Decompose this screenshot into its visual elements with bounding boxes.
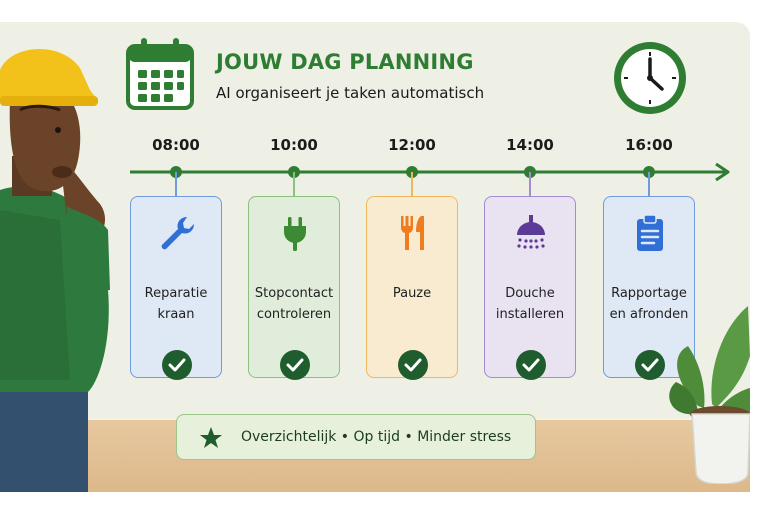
task-card-rapportage[interactable]: Rapportage en afronden bbox=[603, 196, 695, 380]
benefits-banner: Overzichtelijk • Op tijd • Minder stress bbox=[176, 414, 536, 460]
task-card-douche[interactable]: Douche installeren bbox=[484, 196, 576, 380]
connector-1 bbox=[175, 172, 177, 196]
check-icon bbox=[398, 350, 428, 380]
plug-icon bbox=[284, 217, 306, 251]
task-label-line1: Douche bbox=[505, 286, 555, 301]
connector-2 bbox=[293, 172, 295, 196]
time-label-4: 14:00 bbox=[506, 136, 554, 154]
star-icon bbox=[200, 427, 222, 448]
task-card-stopcontact[interactable]: Stopcontact controleren bbox=[248, 196, 340, 380]
fork-knife-icon bbox=[400, 216, 424, 250]
time-label-5: 16:00 bbox=[625, 136, 673, 154]
calendar-icon bbox=[126, 38, 194, 110]
time-label-2: 10:00 bbox=[270, 136, 318, 154]
connector-4 bbox=[529, 172, 531, 196]
clipboard-icon bbox=[637, 214, 663, 251]
task-label-line1: Stopcontact bbox=[254, 286, 334, 301]
check-icon bbox=[280, 350, 310, 380]
task-label-line2: kraan bbox=[157, 307, 195, 322]
page-title: JOUW DAG PLANNING bbox=[216, 50, 474, 74]
connector-3 bbox=[411, 172, 413, 196]
time-label-1: 08:00 bbox=[152, 136, 200, 154]
banner-text: Overzichtelijk • Op tijd • Minder stress bbox=[241, 429, 512, 445]
task-card-pauze[interactable]: Pauze bbox=[366, 196, 458, 380]
time-label-3: 12:00 bbox=[388, 136, 436, 154]
task-label-line1: Rapportage bbox=[611, 286, 687, 301]
wrench-icon bbox=[161, 216, 195, 250]
connector-5 bbox=[648, 172, 650, 196]
timeline-arrow bbox=[130, 162, 730, 182]
check-icon bbox=[635, 350, 665, 380]
check-icon bbox=[162, 350, 192, 380]
task-label-line2: controleren bbox=[256, 307, 332, 322]
task-card-reparatie[interactable]: Reparatie kraan bbox=[130, 196, 222, 380]
check-icon bbox=[516, 350, 546, 380]
task-label-line1: Pauze bbox=[392, 286, 432, 301]
page-subtitle: AI organiseert je taken automatisch bbox=[216, 84, 485, 102]
task-label-line1: Reparatie bbox=[144, 286, 208, 301]
worker-illustration bbox=[0, 49, 110, 492]
task-label-line2: en afronden bbox=[609, 307, 689, 322]
task-label-line2: installeren bbox=[495, 307, 565, 322]
clock-icon bbox=[614, 42, 686, 114]
plant-illustration bbox=[669, 306, 750, 484]
shower-icon bbox=[517, 215, 545, 249]
